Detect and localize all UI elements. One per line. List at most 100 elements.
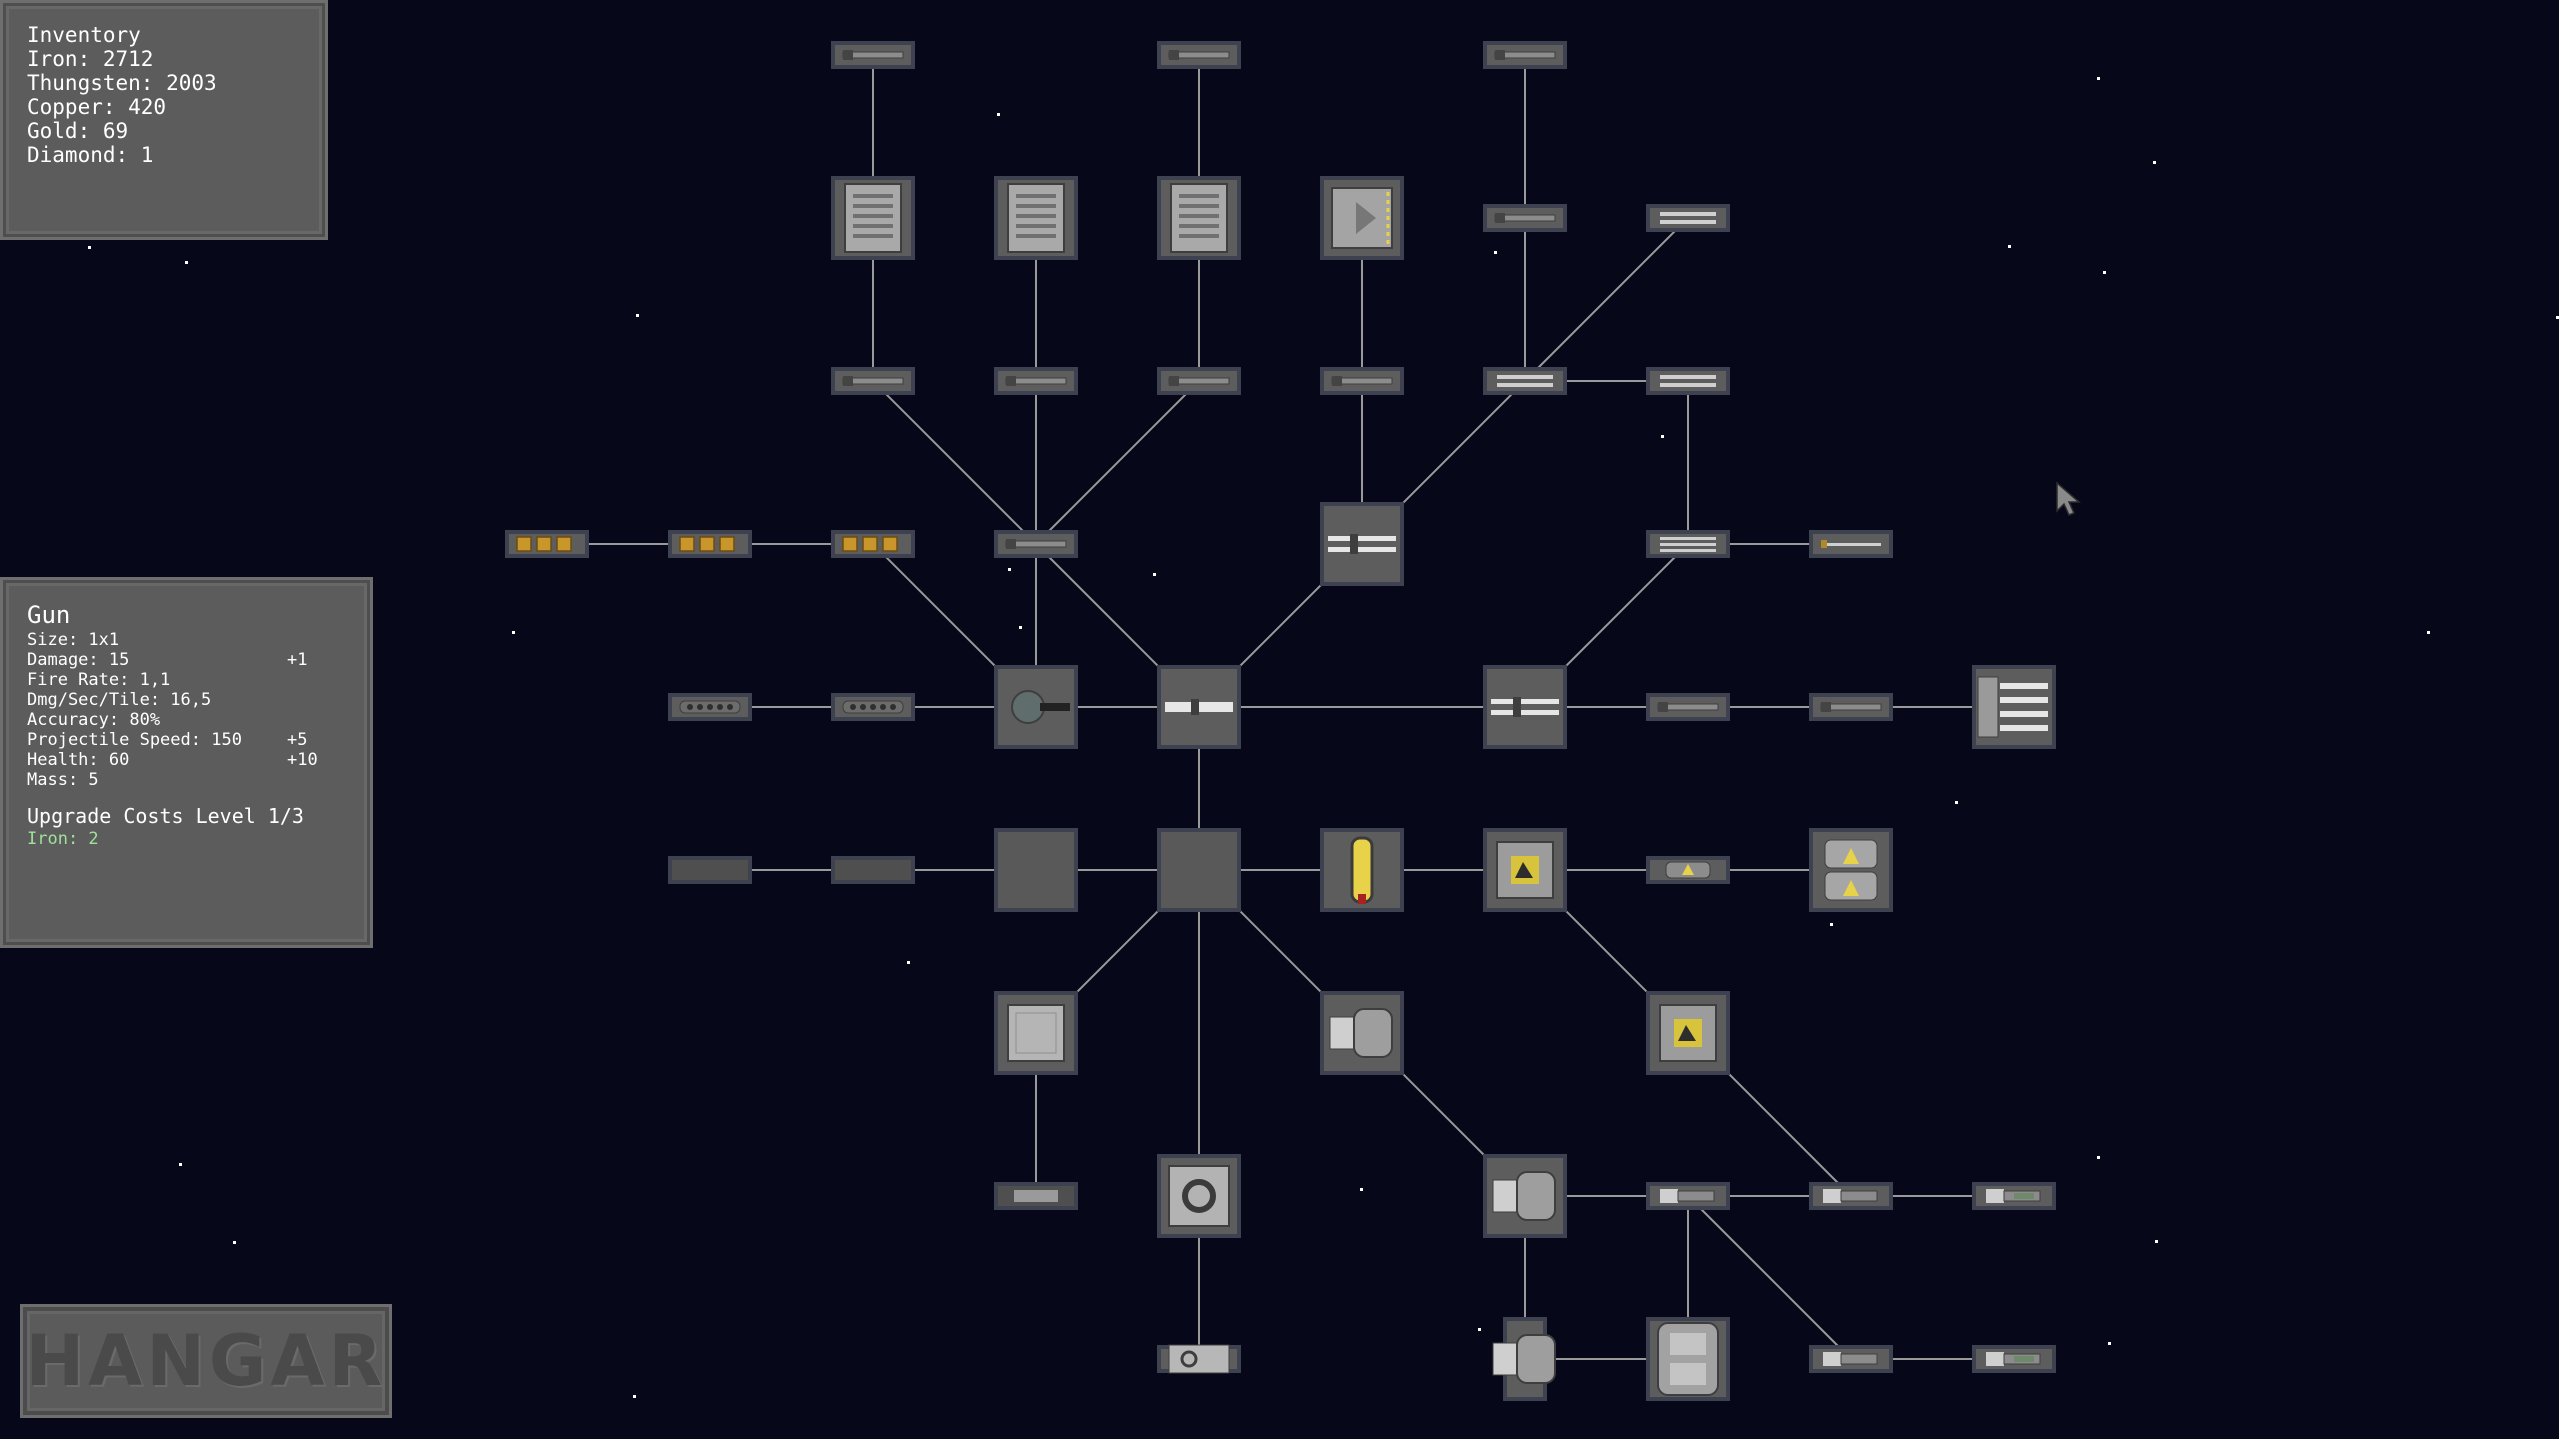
hangar-button[interactable]: HANGAR [20, 1304, 392, 1418]
upgrade-node-i3[interactable] [1646, 1317, 1730, 1401]
upgrade-node-e8[interactable] [1972, 665, 2056, 749]
stat-label: Damage: 15 [27, 650, 130, 670]
upgrade-node-e1[interactable] [668, 693, 752, 721]
gun-barrel-icon [1494, 213, 1556, 223]
upgrade-node-e7[interactable] [1809, 693, 1893, 721]
stat-row: Fire Rate: 1,1 [27, 670, 346, 690]
star [2108, 1342, 2111, 1345]
upgrade-node-a2[interactable] [1157, 41, 1241, 69]
stat-row: Size: 1x1 [27, 630, 346, 650]
thruster-icon [1823, 1189, 1878, 1203]
gold-gun-icon [842, 536, 898, 552]
upgrade-node-b3[interactable] [1157, 176, 1241, 260]
upgrade-node-f3[interactable] [994, 828, 1078, 912]
star [1008, 568, 1011, 571]
upgrade-node-h3[interactable] [1483, 1154, 1567, 1238]
upgrade-node-f6[interactable] [1483, 828, 1567, 912]
gold-gun-icon [516, 536, 572, 552]
plate-icon [998, 1186, 1074, 1206]
upgrade-node-c1[interactable] [831, 367, 915, 395]
upgrade-node-i2[interactable] [1492, 1317, 1556, 1401]
upgrade-node-a1[interactable] [831, 41, 915, 69]
upgrade-node-c2[interactable] [994, 367, 1078, 395]
upgrade-node-i5[interactable] [1972, 1345, 2056, 1373]
upgrade-node-b4[interactable] [1320, 176, 1404, 260]
gun-barrel-icon [1657, 702, 1719, 712]
stat-label: Health: 60 [27, 750, 130, 770]
star [1153, 573, 1156, 576]
stat-row: Projectile Speed: 150+5 [27, 730, 346, 750]
chain-gun-icon [842, 700, 904, 714]
upgrade-node-d6[interactable] [1646, 530, 1730, 558]
hangar-button-label: HANGAR [25, 1320, 387, 1402]
upgrade-node-g3[interactable] [1646, 991, 1730, 1075]
upgrade-node-f5[interactable] [1320, 828, 1404, 912]
big-thruster-icon [1657, 1322, 1719, 1396]
upgrade-node-g1[interactable] [994, 991, 1078, 1075]
thruster-icon [1492, 1334, 1556, 1384]
upgrade-node-f1[interactable] [668, 856, 752, 884]
upgrade-node-f2[interactable] [831, 856, 915, 884]
star [997, 113, 1000, 116]
upgrade-node-h4[interactable] [1646, 1182, 1730, 1210]
star [185, 261, 188, 264]
mouse-cursor-icon [2056, 481, 2082, 516]
magazine-icon [1007, 183, 1065, 253]
upgrade-node-c4[interactable] [1320, 367, 1404, 395]
stat-bonus: +1 [287, 650, 308, 670]
gun-barrel-icon [1168, 50, 1230, 60]
upgrade-node-e3[interactable] [994, 665, 1078, 749]
upgrade-node-h1[interactable] [994, 1182, 1078, 1210]
stat-label: Mass: 5 [27, 770, 99, 790]
upgrade-cost-heading: Upgrade Costs Level 1/3 [27, 804, 304, 828]
upgrade-node-g2[interactable] [1320, 991, 1404, 1075]
star [88, 246, 91, 249]
upgrade-node-d5[interactable] [1320, 502, 1404, 586]
upgrade-node-h2[interactable] [1157, 1154, 1241, 1238]
stat-row: Damage: 15 +1 [27, 650, 346, 670]
upgrade-node-c3[interactable] [1157, 367, 1241, 395]
upgrade-node-c5[interactable] [1483, 367, 1567, 395]
upgrade-node-d1[interactable] [505, 530, 589, 558]
star [2155, 1240, 2158, 1243]
upgrade-node-f7[interactable] [1646, 856, 1730, 884]
gun-barrel-icon [1494, 50, 1556, 60]
upgrade-node-b1[interactable] [831, 176, 915, 260]
double-barrel-icon [1660, 212, 1716, 224]
star [1019, 626, 1022, 629]
upgrade-node-b5[interactable] [1483, 204, 1567, 232]
inventory-panel: Inventory Iron: 2712 Thungsten: 2003 Cop… [0, 0, 328, 240]
stat-row: Health: 60 +10 [27, 750, 346, 770]
upgrade-node-e4[interactable] [1157, 665, 1241, 749]
upgrade-node-d7[interactable] [1809, 530, 1893, 558]
upgrade-node-b2[interactable] [994, 176, 1078, 260]
upgrade-node-i4[interactable] [1809, 1345, 1893, 1373]
stat-bonus: +10 [287, 750, 318, 770]
upgrade-node-d2[interactable] [668, 530, 752, 558]
upgrade-node-e6[interactable] [1646, 693, 1730, 721]
upgrade-node-e2[interactable] [831, 693, 915, 721]
double-barrel-icon [1497, 375, 1553, 387]
upgrade-node-a3[interactable] [1483, 41, 1567, 69]
upgrade-node-b6[interactable] [1646, 204, 1730, 232]
upgrade-node-h5[interactable] [1809, 1182, 1893, 1210]
gun-barrel-icon [842, 50, 904, 60]
upgrade-node-i1[interactable] [1157, 1344, 1241, 1374]
laser-icon [1821, 540, 1881, 548]
warning-box-icon [1496, 841, 1554, 899]
warning-cluster-icon [1824, 839, 1878, 901]
engine-icon [1986, 1189, 2041, 1203]
upgrade-node-c6[interactable] [1646, 367, 1730, 395]
camera-icon [1168, 1344, 1230, 1374]
upgrade-node-d3[interactable] [831, 530, 915, 558]
upgrade-node-d4[interactable] [994, 530, 1078, 558]
hull-plate-icon [835, 860, 911, 880]
star [1830, 923, 1833, 926]
upgrade-node-h6[interactable] [1972, 1182, 2056, 1210]
star [1494, 251, 1497, 254]
star [2097, 1156, 2100, 1159]
upgrade-node-e5[interactable] [1483, 665, 1567, 749]
gun-barrel-icon [1168, 376, 1230, 386]
upgrade-node-f4[interactable] [1157, 828, 1241, 912]
upgrade-node-f8[interactable] [1809, 828, 1893, 912]
